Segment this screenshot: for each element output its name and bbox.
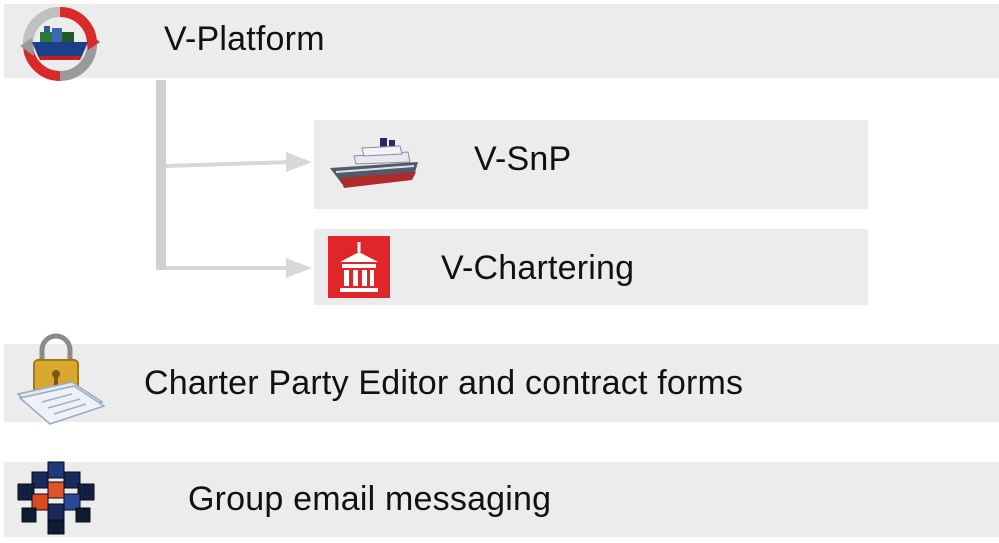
platform-title: V-Platform	[164, 20, 325, 58]
arrow-head	[286, 152, 312, 172]
standalone-label-charter-party: Charter Party Editor and contract forms	[144, 364, 744, 402]
standalone-bar-group-email[interactable]: Group email messaging	[4, 461, 999, 537]
locked-documents-icon	[12, 332, 108, 431]
platform-bar[interactable]: V-Platform	[4, 4, 999, 81]
standalone-label-group-email: Group email messaging	[188, 480, 552, 518]
child-bar-chartering[interactable]: V-Chartering	[314, 229, 868, 305]
child-label-snp: V-SnP	[474, 140, 572, 178]
ship-cycle-icon	[14, 6, 106, 87]
ship-icon	[328, 132, 420, 201]
standalone-bar-charter-party[interactable]: Charter Party Editor and contract forms	[4, 333, 999, 425]
child-bar-snp[interactable]: V-SnP	[314, 120, 868, 209]
child-label-chartering: V-Chartering	[441, 249, 635, 287]
cube-network-icon	[14, 458, 102, 543]
crane-container-icon	[328, 236, 390, 303]
arrow-head	[286, 258, 312, 278]
